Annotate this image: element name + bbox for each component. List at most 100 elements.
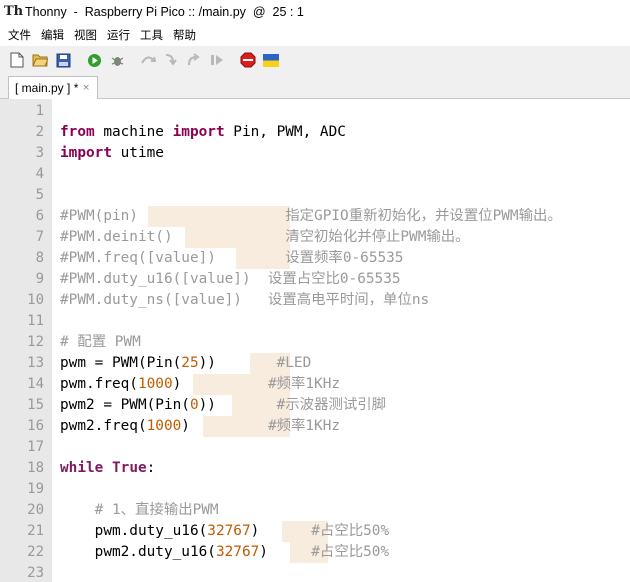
code-line[interactable]: 23: [0, 563, 630, 582]
highlight-block: [203, 416, 290, 437]
code-line[interactable]: 7 #PWM.deinit() 清空初始化并停止PWM输出。: [0, 227, 630, 248]
line-number: 15: [27, 397, 44, 413]
code-text: #PWM.deinit() 清空初始化并停止PWM输出。: [60, 227, 470, 248]
stop-icon: [240, 52, 256, 68]
step-out-icon: [188, 53, 200, 66]
code-token: ): [259, 544, 312, 560]
highlight-block: [232, 395, 290, 416]
code-token: pwm2.duty_u16(: [60, 544, 216, 560]
run-icon: [87, 53, 101, 67]
code-line[interactable]: 5: [0, 185, 630, 206]
code-token: #占空比50%: [311, 523, 390, 539]
resume-button[interactable]: [208, 51, 226, 69]
code-text: #PWM.duty_ns([value]) 设置高电平时间，单位ns: [60, 290, 429, 311]
highlight-block: [148, 206, 290, 227]
tab-main-py[interactable]: [ main.py ] * ×: [8, 76, 98, 99]
code-token: #LED: [276, 355, 312, 371]
menu-run[interactable]: 运行: [107, 28, 130, 42]
code-token: #示波器测试引脚: [276, 397, 387, 413]
code-line[interactable]: 9#PWM.duty_u16([value]) 设置占空比0-65535: [0, 269, 630, 290]
code-line[interactable]: 22 pwm2.duty_u16(32767) #占空比50%: [0, 542, 630, 563]
line-number: 7: [35, 229, 44, 245]
code-token: )): [198, 355, 277, 371]
open-folder-icon: [32, 54, 48, 67]
code-token: 32767: [215, 544, 260, 560]
code-token: pwm.freq(: [60, 376, 138, 392]
code-line[interactable]: 17: [0, 437, 630, 458]
code-token: # 配置 PWM: [60, 334, 141, 350]
stop-button[interactable]: [239, 51, 257, 69]
code-line[interactable]: 19: [0, 479, 630, 500]
tab-label: [ main.py ] *: [15, 81, 79, 95]
line-number: 2: [35, 124, 44, 140]
code-line[interactable]: 21 pwm.duty_u16(32767) #占空比50%: [0, 521, 630, 542]
code-line[interactable]: 12# 配置 PWM: [0, 332, 630, 353]
new-file-button[interactable]: [8, 51, 26, 69]
line-number: 22: [27, 544, 44, 560]
code-token: pwm2 = PWM(Pin(: [60, 397, 190, 413]
line-number: 16: [27, 418, 44, 434]
code-line[interactable]: 6 #PWM(pin) 指定GPIO重新初始化，并设置位PWM输出。: [0, 206, 630, 227]
save-button[interactable]: [54, 51, 72, 69]
step-into-button[interactable]: [162, 51, 180, 69]
code-line[interactable]: 20 # 1、直接输出PWM: [0, 500, 630, 521]
line-number: 6: [35, 208, 44, 224]
code-text: #PWM.freq([value]) 设置频率0-65535: [60, 248, 403, 269]
step-out-button[interactable]: [185, 51, 203, 69]
menu-file[interactable]: 文件: [8, 28, 31, 42]
ukraine-flag-button[interactable]: [262, 51, 280, 69]
code-token: 1000: [146, 418, 182, 434]
code-text: # 配置 PWM: [60, 332, 141, 353]
code-line[interactable]: 4: [0, 164, 630, 185]
code-token: #PWM.duty_u16([value]) 设置占空比0-65535: [60, 271, 401, 287]
run-button[interactable]: [85, 51, 103, 69]
code-line[interactable]: 10 #PWM.duty_ns([value]) 设置高电平时间，单位ns: [0, 290, 630, 311]
code-token: [60, 502, 95, 518]
debug-button[interactable]: [108, 51, 126, 69]
code-token: 25: [181, 355, 199, 371]
code-line[interactable]: 1: [0, 101, 630, 122]
code-token: )): [198, 397, 277, 413]
line-number: 18: [27, 460, 44, 476]
highlight-block: [250, 353, 290, 374]
resume-icon: [211, 55, 223, 65]
code-token: 0: [189, 397, 199, 413]
code-token: #PWM.duty_ns([value]) 设置高电平时间，单位ns: [60, 292, 430, 308]
code-token: pwm2.freq(: [60, 418, 147, 434]
code-token: ): [250, 523, 312, 539]
line-number: 4: [35, 166, 44, 182]
code-line[interactable]: 8#PWM.freq([value]) 设置频率0-65535: [0, 248, 630, 269]
step-over-button[interactable]: [139, 51, 157, 69]
thonny-logo-icon: Th: [4, 4, 24, 19]
code-token: pwm = PWM(Pin(: [60, 355, 182, 371]
line-number: 5: [35, 187, 44, 203]
menu-help[interactable]: 帮助: [173, 28, 196, 42]
menu-view[interactable]: 视图: [74, 28, 97, 42]
line-number: 10: [27, 292, 44, 308]
close-tab-icon[interactable]: ×: [82, 83, 90, 93]
line-number: 23: [27, 565, 44, 581]
title-bar: Th Thonny - Raspberry Pi Pico :: /main.p…: [0, 0, 630, 24]
open-button[interactable]: [31, 51, 49, 69]
window-title: Thonny - Raspberry Pi Pico :: /main.py @…: [25, 5, 304, 19]
code-text: #PWM(pin) 指定GPIO重新初始化，并设置位PWM输出。: [60, 206, 562, 227]
code-text: #PWM.duty_u16([value]) 设置占空比0-65535: [60, 269, 401, 290]
save-icon: [56, 53, 70, 67]
line-number: 21: [27, 523, 44, 539]
code-token: machine: [94, 124, 173, 140]
menu-edit[interactable]: 编辑: [41, 28, 64, 42]
line-number: 1: [35, 103, 44, 119]
code-token: from: [60, 124, 95, 140]
menu-tools[interactable]: 工具: [140, 28, 163, 42]
code-token: #频率1KHz: [267, 376, 341, 392]
code-line[interactable]: 11: [0, 311, 630, 332]
code-line[interactable]: 15 pwm2 = PWM(Pin(0)) #示波器测试引脚: [0, 395, 630, 416]
highlight-block: [193, 374, 290, 395]
